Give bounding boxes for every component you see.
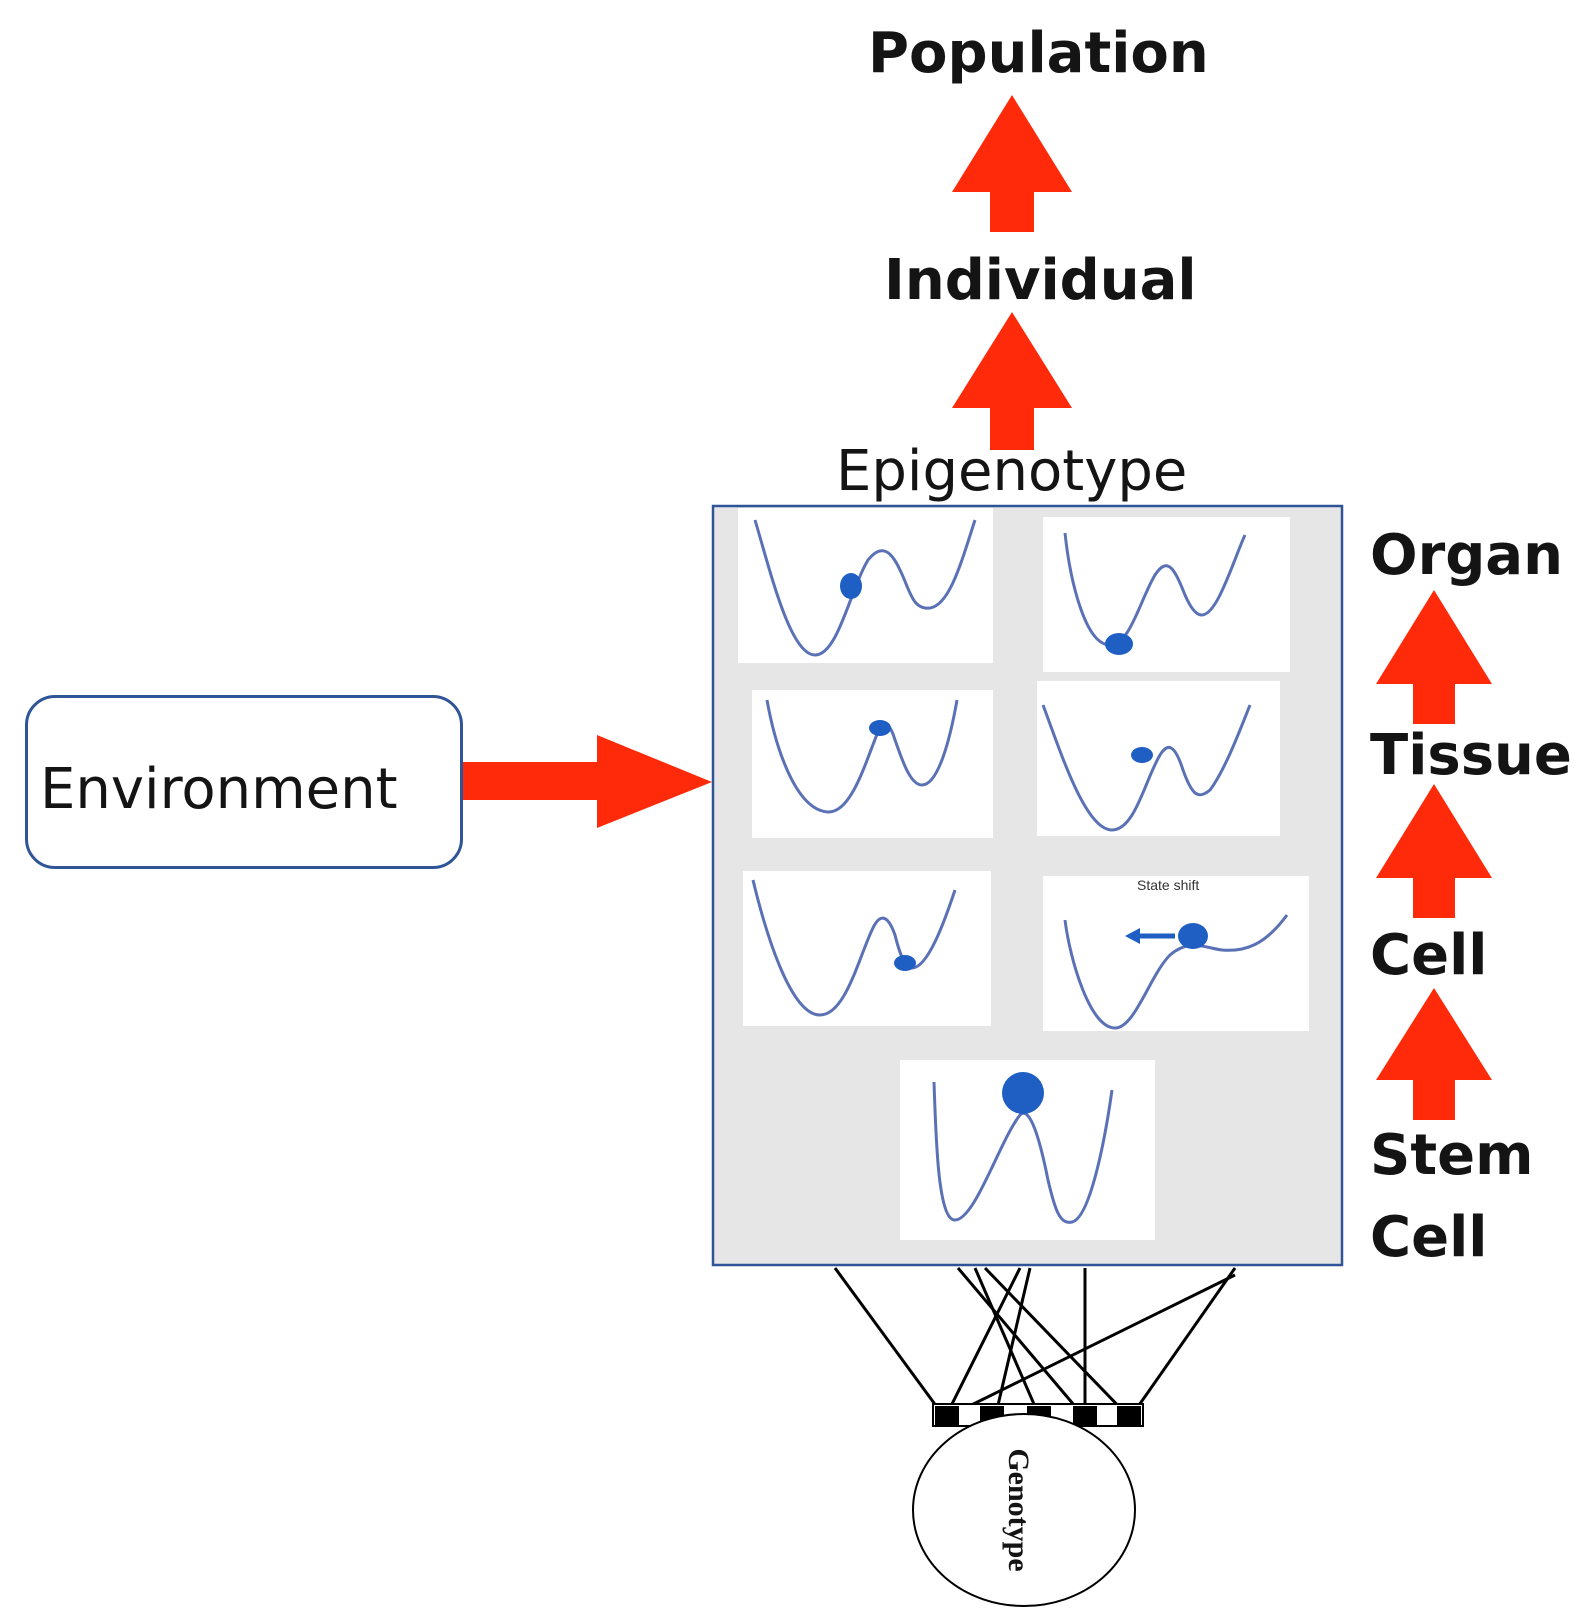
landscape-panel-4 <box>1037 681 1280 836</box>
tissue-label: Tissue <box>1370 723 1572 788</box>
ball <box>1105 633 1133 655</box>
landscape-panel-2 <box>1043 517 1290 672</box>
ball <box>1002 1072 1044 1114</box>
epigenotype-label: Epigenotype <box>836 439 1188 504</box>
landscape-panel-6 <box>1043 876 1309 1031</box>
gene-block <box>1117 1406 1141 1425</box>
arrow-stemcell-to-cell <box>1376 988 1492 1120</box>
individual-label: Individual <box>884 248 1197 313</box>
genotype-label: Genotype <box>1002 1448 1035 1572</box>
landscape-panel-5 <box>743 871 991 1026</box>
arrow-individual-to-population <box>952 95 1072 232</box>
arrow-environment-to-epigenotype <box>463 735 712 828</box>
arrow-epigenotype-to-individual <box>952 312 1072 450</box>
organ-label: Organ <box>1370 523 1563 588</box>
gene-block <box>1073 1406 1097 1425</box>
environment-box <box>25 695 463 869</box>
arrow-tissue-to-organ <box>1376 590 1492 724</box>
population-label: Population <box>868 21 1209 86</box>
stem-label: Stem <box>1370 1123 1534 1188</box>
environment-label: Environment <box>40 757 398 822</box>
landscape-panel-3 <box>752 690 993 838</box>
stem-cell-label: Cell <box>1370 1205 1488 1270</box>
gene-connections <box>833 1266 1237 1420</box>
landscape-panel-1 <box>738 508 993 663</box>
ball <box>1131 747 1153 763</box>
cell-label: Cell <box>1370 923 1488 988</box>
landscape-panel-7 <box>900 1060 1155 1240</box>
gene-block <box>935 1406 959 1425</box>
ball <box>1178 923 1208 949</box>
ball <box>869 720 891 736</box>
ball <box>894 955 916 971</box>
arrow-cell-to-tissue <box>1376 784 1492 918</box>
genotype-ellipse <box>912 1413 1136 1607</box>
state-shift-arrowhead <box>1125 928 1140 944</box>
state-shift-annotation: State shift <box>1137 877 1200 893</box>
ball <box>840 573 862 599</box>
